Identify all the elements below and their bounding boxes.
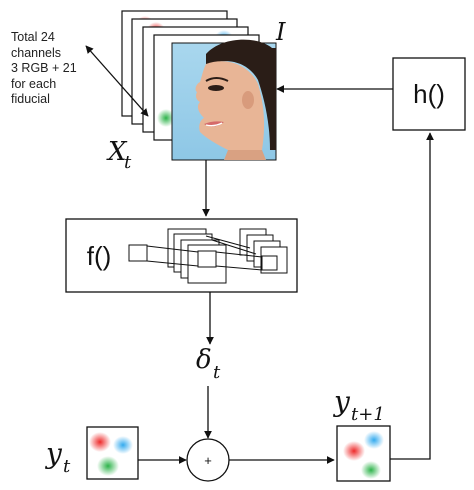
annotation-line: channels [11,45,62,60]
feedback-arrow [390,132,434,460]
current-fiducials-subscript: t [63,456,71,477]
network-icon [128,228,288,284]
model-function-label: f() [87,241,112,271]
annotation-line: 3 RGB + 21 [11,61,77,75]
face-image [171,39,277,161]
annotation-line: fiducial [11,92,50,106]
current-fiducials-label: y [44,437,63,470]
offset-subscript: t [213,362,221,383]
sum-symbol: + [204,453,212,468]
input-stack-subscript: t [124,152,132,173]
channel-annotation: Total 24 channels 3 RGB + 21 for each fi… [11,30,99,108]
annotation-arrow [85,45,149,117]
heatmap-function-box [392,57,466,131]
next-fiducials-label: y [332,385,351,418]
heatmap-function-label: h() [413,79,445,109]
green-fiducial-blob [157,109,175,127]
next-fiducials-subscript: t+1 [351,404,385,425]
current-fiducials-heatmap [86,426,139,480]
next-fiducials-heatmap [336,425,391,482]
annotation-line: Total 24 [11,30,55,44]
image-label: I [275,18,286,46]
input-stack-label: X [106,137,128,167]
offset-label: δ [196,345,212,375]
annotation-line: for each [11,76,57,91]
